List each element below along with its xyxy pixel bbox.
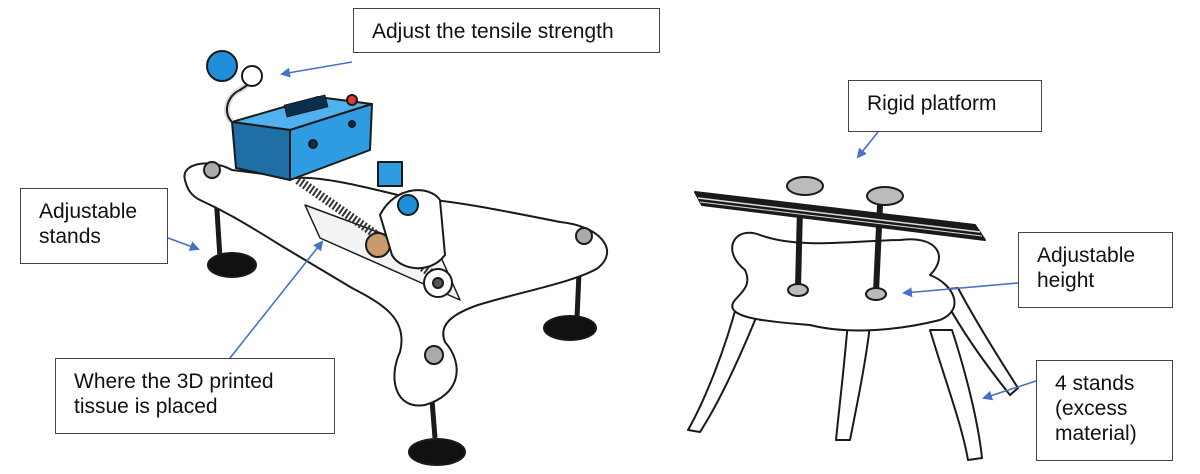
callout-arrows [167, 61, 1037, 401]
arrow-four-stands [982, 380, 1037, 401]
label-height-line-1: Adjustable [1037, 244, 1136, 267]
platform-base [731, 231, 956, 332]
crank-knob [206, 50, 263, 125]
label-adjustable-stands: Adjustable stands [20, 188, 168, 264]
label-height-line-2: height [1037, 269, 1095, 292]
red-button [346, 94, 358, 106]
tensile-device [183, 50, 609, 466]
arrow-tensile [280, 61, 353, 78]
label-four-stands-line-3: material) [1055, 422, 1137, 445]
carriage [379, 189, 446, 270]
stand-leg [687, 299, 761, 433]
label-stands-line-1: Adjustable [39, 200, 138, 223]
base-plate [183, 162, 609, 407]
arrow-tissue [229, 240, 324, 359]
label-four-stands-line-1: 4 stands [1055, 372, 1135, 395]
label-tissue-line-1: Where the 3D printed [74, 370, 274, 393]
platform-device [687, 176, 1019, 461]
arrow-stands [167, 237, 200, 251]
label-four-stands: 4 stands (excess material) [1036, 360, 1173, 461]
label-rigid-text: Rigid platform [867, 92, 997, 115]
arrow-height [902, 282, 1019, 298]
device-feet [207, 194, 597, 466]
stand-leg [835, 319, 871, 441]
control-box [231, 94, 373, 181]
arrow-rigid [856, 131, 879, 159]
label-tensile-strength: Adjust the tensile strength [353, 8, 660, 53]
stand-leg [939, 287, 1019, 396]
label-stands-line-2: stands [39, 225, 101, 248]
rigid-plate [694, 176, 986, 241]
label-tensile-text: Adjust the tensile strength [372, 20, 614, 43]
label-rigid-platform: Rigid platform [848, 80, 1042, 132]
stand-leg [929, 329, 983, 461]
label-adjustable-height: Adjustable height [1018, 232, 1173, 308]
label-four-stands-line-2: (excess [1055, 397, 1128, 420]
label-tissue-line-2: tissue is placed [74, 395, 218, 418]
label-tissue-placement: Where the 3D printed tissue is placed [55, 358, 335, 434]
